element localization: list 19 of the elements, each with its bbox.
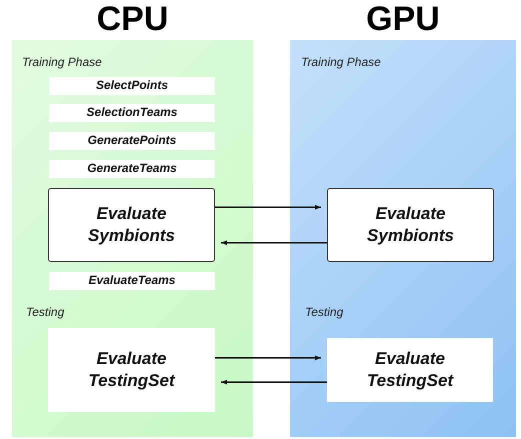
- section-label: Training Phase: [301, 55, 381, 69]
- process-box: GenerateTeams: [49, 160, 215, 178]
- panel-heading: CPU: [96, 0, 170, 38]
- process-box: Evaluate TestingSet: [327, 338, 493, 402]
- arrow: [221, 380, 327, 385]
- process-box: SelectionTeams: [49, 104, 215, 122]
- process-box: Evaluate Symbionts: [48, 188, 215, 262]
- process-box: GeneratePoints: [49, 132, 215, 150]
- process-box: Evaluate TestingSet: [48, 328, 215, 412]
- process-box: Evaluate Symbionts: [327, 188, 494, 262]
- arrow: [221, 240, 327, 246]
- section-label: Testing: [305, 305, 344, 319]
- section-label: Testing: [26, 305, 64, 319]
- arrow: [215, 355, 321, 360]
- panel-heading: GPU: [365, 0, 441, 38]
- process-box: SelectPoints: [49, 77, 215, 95]
- arrow: [215, 204, 321, 210]
- section-label: Training Phase: [22, 55, 102, 69]
- process-box: EvaluateTeams: [49, 272, 215, 290]
